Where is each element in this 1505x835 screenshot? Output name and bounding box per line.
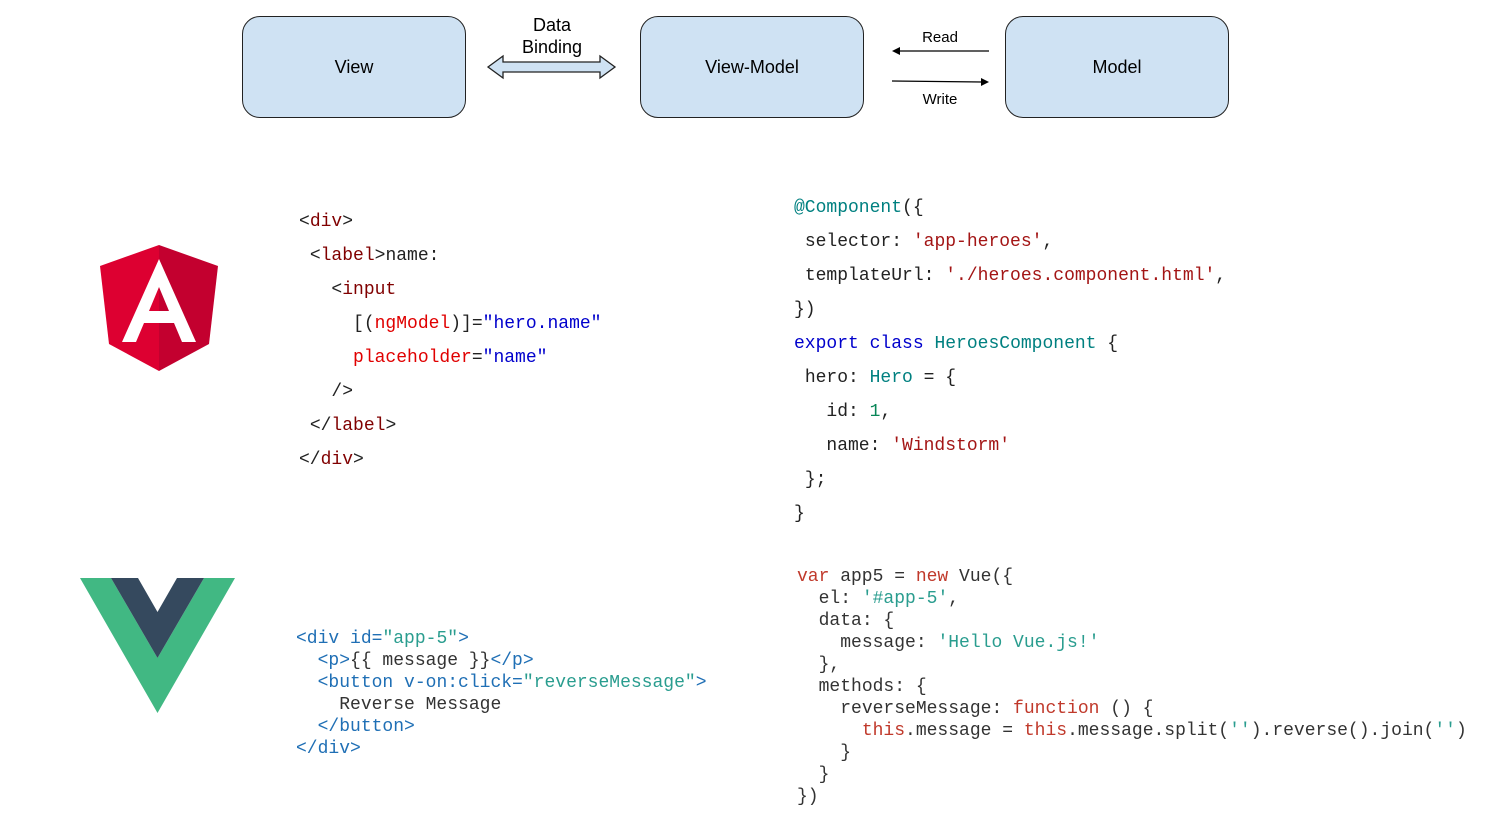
- vue-logo-outer: [80, 578, 235, 713]
- code-line: </label>: [309, 416, 397, 436]
- code-line: [(ngModel)]="hero.name": [353, 314, 602, 334]
- code-line: selector: 'app-heroes',: [804, 232, 1054, 252]
- code-line: @Component({: [794, 198, 924, 218]
- vue-logo-inner: [111, 578, 204, 658]
- code-line: message: 'Hello Vue.js!': [840, 633, 1100, 653]
- code-line: var app5 = new Vue({: [797, 567, 1014, 587]
- code-line: };: [804, 470, 827, 490]
- angular-shield-left: [100, 245, 159, 371]
- code-line: export class HeroesComponent {: [794, 334, 1119, 354]
- diagram-connectors: [486, 47, 989, 86]
- vue-template-code: <div id="app-5"> <p>{{ message }}</p> <b…: [296, 606, 707, 782]
- code-line: reverseMessage: function () {: [840, 699, 1154, 719]
- code-line: </div>: [299, 450, 364, 470]
- code-line: </div>: [296, 739, 361, 759]
- code-line: },: [818, 655, 841, 675]
- view-label: View: [334, 56, 374, 77]
- code-line: }: [818, 765, 830, 785]
- code-line: el: '#app-5',: [818, 589, 960, 609]
- angular-shield-right: [159, 245, 218, 371]
- code-line: hero: Hero = {: [804, 368, 957, 388]
- code-line: }: [840, 743, 852, 763]
- code-line: <label>name:: [309, 246, 440, 266]
- angular-letter-a: [122, 259, 196, 342]
- read-label: Read: [922, 29, 958, 46]
- view-model-label: View-Model: [705, 56, 799, 77]
- code-line: data: {: [818, 611, 895, 631]
- code-line: id: 1,: [826, 402, 892, 422]
- code-line: methods: {: [818, 677, 927, 697]
- vue-script-code: var app5 = new Vue({ el: '#app-5', data:…: [797, 544, 1467, 830]
- angular-logo: [100, 245, 218, 371]
- angular-template-code: <div> <label>name: <input [(ngModel)]="h…: [299, 171, 601, 511]
- code-line: templateUrl: './heroes.component.html',: [804, 266, 1227, 286]
- code-line: }): [797, 787, 819, 807]
- code-line: name: 'Windstorm': [826, 436, 1011, 456]
- write-arrowhead: [981, 78, 989, 86]
- code-line: <input: [331, 280, 397, 300]
- code-line: </button>: [317, 717, 415, 737]
- code-line: }): [794, 300, 816, 320]
- write-label: Write: [922, 91, 958, 108]
- vue-logo: [80, 578, 235, 713]
- code-line: Reverse Message: [339, 695, 502, 715]
- data-binding-label: Data Binding: [502, 14, 602, 58]
- code-line: }: [794, 504, 805, 524]
- data-binding-line1: Data: [532, 15, 572, 35]
- code-line: <div id="app-5">: [296, 629, 469, 649]
- code-line: <button v-on:click="reverseMessage">: [317, 673, 707, 693]
- code-line: placeholder="name": [353, 348, 548, 368]
- data-binding-line2: Binding: [521, 37, 583, 57]
- code-line: <p>{{ message }}</p>: [317, 651, 534, 671]
- write-arrow: [891, 80, 983, 83]
- code-line: this.message = this.message.split('').re…: [861, 721, 1467, 741]
- model-box: Model: [1005, 16, 1229, 118]
- view-model-box: View-Model: [640, 16, 864, 118]
- read-arrowhead: [892, 47, 900, 55]
- data-binding-double-arrow: [486, 54, 617, 80]
- code-line: <div>: [299, 212, 354, 232]
- angular-component-code: @Component({ selector: 'app-heroes', tem…: [794, 157, 1226, 565]
- code-line: />: [331, 382, 354, 402]
- view-box: View: [242, 16, 466, 118]
- model-label: Model: [1092, 56, 1142, 77]
